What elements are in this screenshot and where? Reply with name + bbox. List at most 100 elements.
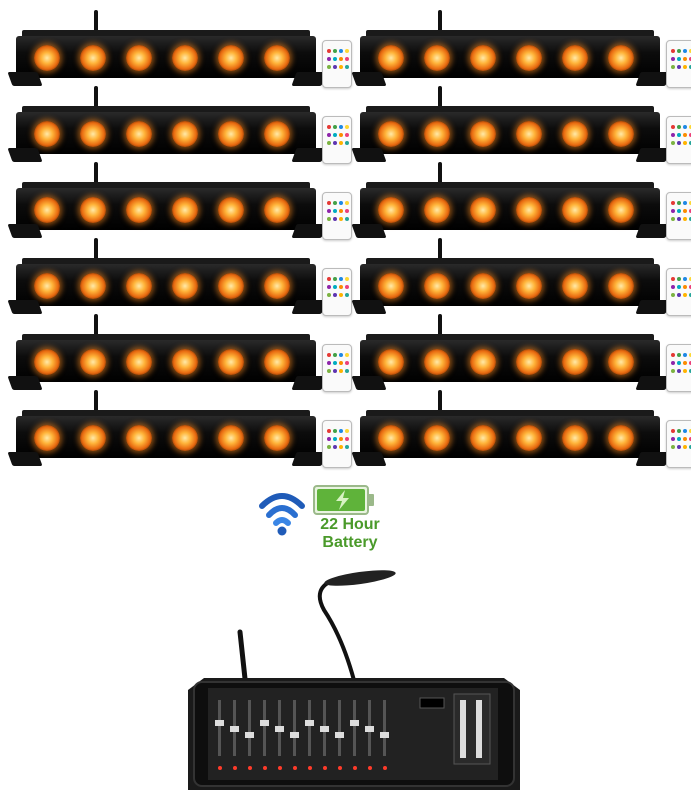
fader-track <box>293 700 296 756</box>
remote-button <box>677 277 681 281</box>
remote-button <box>671 277 675 281</box>
led-lamp <box>424 425 450 451</box>
mounting-foot <box>351 300 387 314</box>
remote-button <box>333 353 337 357</box>
indicator-led <box>323 766 327 770</box>
remote-button <box>689 361 691 365</box>
remote-control <box>322 344 352 392</box>
fader-knob <box>275 726 284 732</box>
remote-button <box>689 133 691 137</box>
led-light-bar <box>7 10 356 88</box>
remote-button <box>327 445 331 449</box>
fader-knob <box>350 720 359 726</box>
remote-button <box>683 361 687 365</box>
led-light-bar <box>7 314 356 392</box>
led-lamp <box>172 45 198 71</box>
remote-button <box>345 65 349 69</box>
led-light-bar <box>351 86 691 164</box>
led-light-bar <box>351 162 691 240</box>
remote-button <box>339 293 343 297</box>
remote-button <box>671 285 675 289</box>
remote-button <box>683 353 687 357</box>
indicator-led <box>263 766 267 770</box>
remote-button <box>339 141 343 145</box>
led-lamp <box>264 197 290 223</box>
remote-button <box>327 361 331 365</box>
remote-button <box>333 361 337 365</box>
remote-button <box>327 125 331 129</box>
remote-button <box>671 49 675 53</box>
led-lamp <box>126 45 152 71</box>
remote-button <box>333 133 337 137</box>
antenna <box>438 238 442 266</box>
remote-button <box>333 445 337 449</box>
remote-button <box>327 285 331 289</box>
remote-button <box>333 369 337 373</box>
remote-button <box>689 277 691 281</box>
indicator-led <box>248 766 252 770</box>
bar-top-rail <box>366 182 654 190</box>
remote-button <box>671 361 675 365</box>
remote-button <box>327 369 331 373</box>
remote-button <box>689 125 691 129</box>
remote-control <box>666 420 691 468</box>
remote-button <box>333 217 337 221</box>
remote-button <box>339 57 343 61</box>
remote-button <box>683 57 687 61</box>
led-lamp <box>172 425 198 451</box>
led-lamp <box>470 349 496 375</box>
remote-button <box>345 361 349 365</box>
remote-button <box>677 429 681 433</box>
remote-button <box>689 429 691 433</box>
remote-button <box>677 125 681 129</box>
remote-button <box>345 133 349 137</box>
led-lamp <box>608 45 634 71</box>
fader-track <box>353 700 356 756</box>
led-lamp <box>562 197 588 223</box>
led-lamp <box>218 197 244 223</box>
bar-top-rail <box>366 30 654 38</box>
remote-button <box>333 285 337 289</box>
led-lamp <box>562 349 588 375</box>
led-lamp <box>218 273 244 299</box>
remote-button <box>689 445 691 449</box>
remote-button <box>677 361 681 365</box>
bar-top-rail <box>366 106 654 114</box>
led-lamp <box>126 197 152 223</box>
remote-button <box>345 369 349 373</box>
remote-button <box>327 293 331 297</box>
remote-button <box>327 217 331 221</box>
led-lamp <box>264 273 290 299</box>
led-light-bar <box>351 314 691 392</box>
fader-track <box>248 700 251 756</box>
antenna <box>438 162 442 190</box>
led-lamp <box>218 121 244 147</box>
antenna <box>94 86 98 114</box>
remote-button <box>345 353 349 357</box>
led-lamp <box>424 349 450 375</box>
led-lamp <box>80 425 106 451</box>
remote-button <box>339 133 343 137</box>
remote-button <box>333 429 337 433</box>
remote-button <box>689 285 691 289</box>
remote-control <box>322 116 352 164</box>
remote-control <box>322 420 352 468</box>
mounting-foot <box>7 376 43 390</box>
led-lamp <box>172 197 198 223</box>
antenna <box>438 314 442 342</box>
fader-track <box>263 700 266 756</box>
remote-button <box>333 293 337 297</box>
led-lamp <box>516 197 542 223</box>
led-lamp <box>608 349 634 375</box>
led-lamp <box>516 349 542 375</box>
remote-control <box>322 192 352 240</box>
led-light-bar <box>351 10 691 88</box>
led-lamp <box>34 197 60 223</box>
indicator-led <box>308 766 312 770</box>
led-lamp <box>264 349 290 375</box>
led-lamp <box>34 349 60 375</box>
wifi-icon <box>259 493 305 536</box>
remote-button <box>333 49 337 53</box>
remote-button <box>689 437 691 441</box>
remote-button <box>327 141 331 145</box>
